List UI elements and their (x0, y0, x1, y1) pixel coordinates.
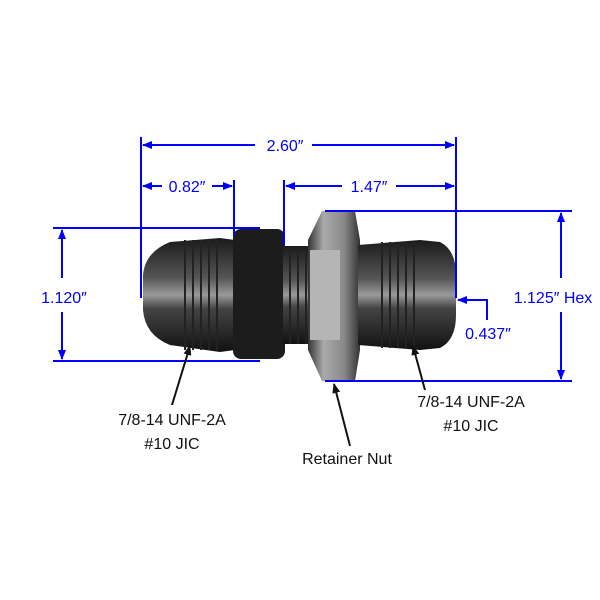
left-flare-end (143, 238, 235, 352)
dim-overall-length: 2.60″ (267, 138, 304, 155)
dim-right-length: 1.47″ (351, 179, 388, 196)
right-thread-spec: 7/8-14 UNF-2A (417, 394, 525, 411)
dim-left-flare-length: 0.82″ (169, 179, 206, 196)
callout-arrows (171, 345, 426, 447)
fitting-photo (143, 211, 456, 381)
left-thread-grooves (184, 240, 218, 350)
dimension-lines (53, 137, 572, 382)
hex-face (310, 250, 340, 340)
right-thread-grooves (381, 242, 415, 348)
retainer-nut-label: Retainer Nut (302, 451, 392, 468)
dim-hex-size: 1.125″ Hex (514, 290, 593, 307)
left-jic-size: #10 JIC (144, 436, 199, 453)
dim-tube-od: 0.437″ (465, 326, 511, 343)
collar (233, 229, 285, 359)
left-thread-spec: 7/8-14 UNF-2A (118, 412, 226, 429)
right-jic-size: #10 JIC (443, 418, 498, 435)
dim-collar-diameter: 1.120″ (41, 290, 87, 307)
